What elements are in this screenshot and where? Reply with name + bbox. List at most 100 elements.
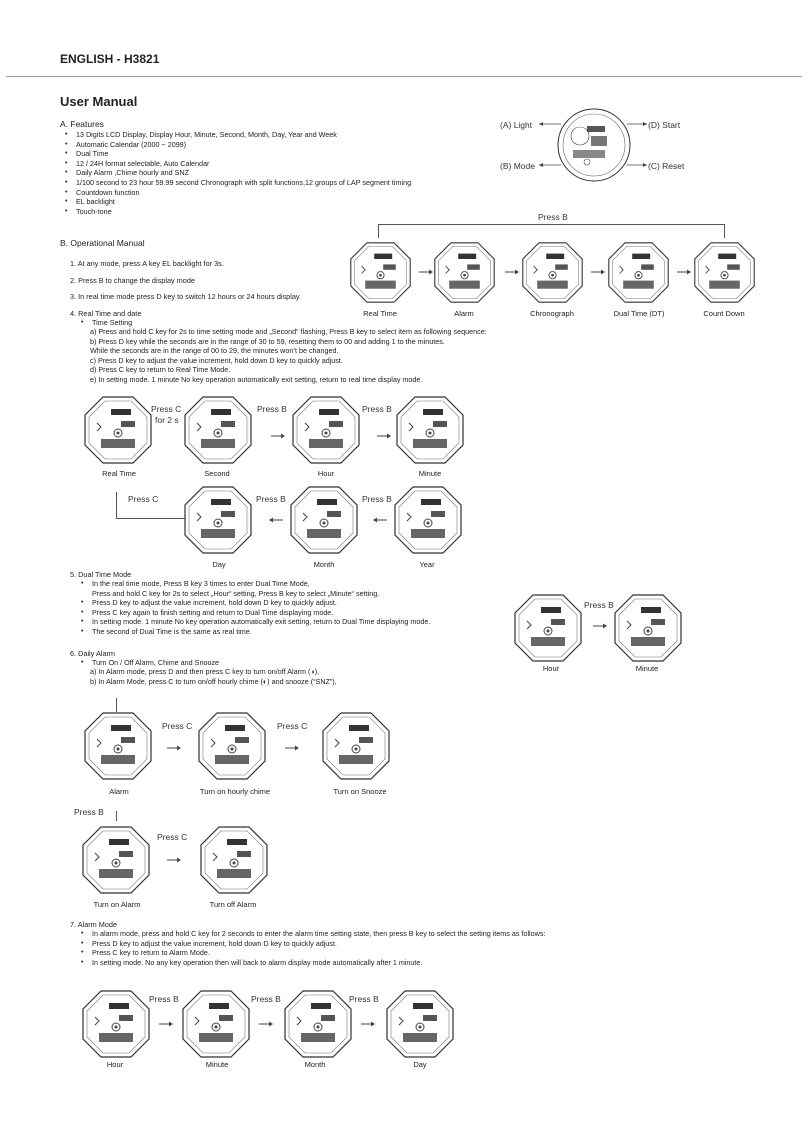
watch-face-illustration: [607, 241, 669, 303]
button-b-label: (B) Mode: [500, 161, 535, 171]
arrow-icon: [259, 1021, 273, 1027]
arrow-icon: [167, 857, 181, 863]
mode-press-b: Press B: [538, 212, 568, 222]
text-line: b) In Alarm Mode, press C to turn on/off…: [90, 676, 337, 686]
watch-face-illustration: [290, 486, 358, 554]
label-hour: Hour: [317, 469, 335, 478]
list-item: In setting mode. 1 minute No key operati…: [76, 617, 430, 627]
list-item: In setting mode. No any key operation th…: [76, 958, 545, 968]
step-4-lines: a) Press and hold C key for 2s to time s…: [68, 327, 487, 385]
list-item: Press C key again to finish setting and …: [76, 608, 430, 618]
list-item: Automatic Calendar (2000 ~ 2099): [60, 140, 411, 150]
arrow-line: [116, 811, 117, 821]
return-line: [116, 492, 117, 518]
am-press-b-1: Press B: [149, 994, 179, 1004]
label-alarm: Alarm: [109, 787, 129, 796]
label-hour: Hour: [542, 664, 560, 673]
label-month: Month: [313, 560, 335, 569]
arrow-left-icon: [269, 517, 283, 523]
am-press-b-3: Press B: [349, 994, 379, 1004]
step-2: 2. Press B to change the display mode: [70, 276, 195, 285]
daily-alarm-list: Turn On / Off Alarm, Chime and Snooze: [76, 658, 219, 668]
watch-face-illustration: [514, 594, 582, 662]
step-4-bullets: Time Setting: [76, 318, 132, 328]
features-heading: A. Features: [60, 119, 104, 129]
label-day: Day: [413, 1060, 427, 1069]
ts-press-b-1: Press B: [257, 404, 287, 414]
da-press-c-2: Press C: [277, 721, 308, 731]
header-divider: [6, 76, 802, 77]
list-item: 13 Digits LCD Display, Display Hour, Min…: [60, 130, 411, 140]
text-line: d) Press C key to return to Real Time Mo…: [90, 365, 231, 375]
label-chronograph: Chronograph: [530, 309, 574, 318]
arrow-icon: [159, 1021, 173, 1027]
list-item: Daily Alarm ,Chime hourly and SNZ: [60, 168, 411, 178]
watch-face-illustration: [292, 396, 360, 464]
list-item: 12 / 24H format selectable, Auto Calenda…: [60, 159, 411, 169]
document-header: ENGLISH - H3821: [60, 52, 160, 66]
label-turn-on-alarm: Turn on Alarm: [93, 900, 141, 909]
ts-press-b-3: Press B: [256, 494, 286, 504]
text-line: a) Press and hold C key for 2s to time s…: [90, 327, 487, 336]
step-1: 1. At any mode, press A key EL backlight…: [70, 259, 224, 268]
ts-press-c: Press C: [151, 404, 182, 414]
arrow-icon: [505, 269, 519, 275]
list-item: Countdown function: [60, 188, 411, 198]
label-hourly-chime: Turn on hourly chime: [199, 787, 271, 796]
label-minute: Minute: [418, 469, 442, 478]
step-3: 3. In real time mode press D key to swit…: [70, 292, 302, 301]
label-hour: Hour: [106, 1060, 124, 1069]
text-line: c) Press D key to adjust the value incre…: [90, 355, 343, 365]
list-item: The second of Dual Time is the same as r…: [76, 627, 430, 637]
arrow-icon: [377, 433, 391, 439]
watch-face-illustration: [349, 241, 411, 303]
label-real-time: Real Time: [102, 469, 136, 478]
watch-button-diagram: [539, 108, 647, 182]
arrow-icon: [271, 433, 285, 439]
text-line: b) Press D key while the seconds are in …: [90, 336, 445, 346]
list-item: Press D key to adjust the value incremen…: [76, 939, 545, 949]
dt-press-b: Press B: [584, 600, 614, 610]
loop-line: [378, 224, 379, 238]
button-d-label: (D) Start: [648, 120, 681, 130]
loop-line: [378, 224, 724, 225]
arrow-icon: [591, 269, 605, 275]
da-press-c-1: Press C: [162, 721, 193, 731]
label-real-time: Real Time: [363, 309, 397, 318]
operational-heading: B. Operational Manual: [60, 238, 145, 248]
text-line: While the seconds are in the range of 00…: [90, 346, 339, 356]
ts-press-b-4: Press B: [362, 494, 392, 504]
watch-face-illustration: [394, 486, 462, 554]
da-press-b: Press B: [74, 807, 104, 817]
arrow-icon: [419, 269, 433, 275]
watch-face-illustration: [322, 712, 390, 780]
return-line: [116, 518, 186, 519]
list-item: Touch-tone: [60, 207, 411, 217]
watch-face-illustration: [184, 486, 252, 554]
arrow-icon: [677, 269, 691, 275]
loop-line: [724, 224, 725, 238]
list-item: Time Setting: [76, 318, 132, 328]
ts-press-c-return: Press C: [128, 494, 159, 504]
dual-time-list: In the real time mode, Press B key 3 tim…: [76, 579, 430, 637]
list-item: In the real time mode, Press B key 3 tim…: [76, 579, 430, 589]
list-item: Press D key to adjust the value incremen…: [76, 598, 430, 608]
am-press-b-2: Press B: [251, 994, 281, 1004]
label-second: Second: [204, 469, 230, 478]
watch-face-illustration: [82, 826, 150, 894]
button-a-label: (A) Light: [500, 120, 533, 130]
watch-face-illustration: [198, 712, 266, 780]
label-month: Month: [304, 1060, 326, 1069]
dual-time-heading: 5. Dual Time Mode: [70, 570, 132, 579]
watch-face-illustration: [82, 990, 150, 1058]
daily-alarm-lines: a) In Alarm mode, press D and then press…: [68, 667, 337, 686]
button-c-label: (C) Reset: [648, 161, 685, 171]
list-item: EL backlight: [60, 197, 411, 207]
list-item: 1/100 second to 23 hour 59.99 second Chr…: [60, 178, 411, 188]
list-item: In alarm mode, press and hold C key for …: [76, 929, 545, 939]
watch-face-illustration: [184, 396, 252, 464]
alarm-mode-heading: 7. Alarm Mode: [70, 920, 118, 929]
arrow-icon: [361, 1021, 375, 1027]
ts-press-b-2: Press B: [362, 404, 392, 414]
label-day: Day: [212, 560, 226, 569]
